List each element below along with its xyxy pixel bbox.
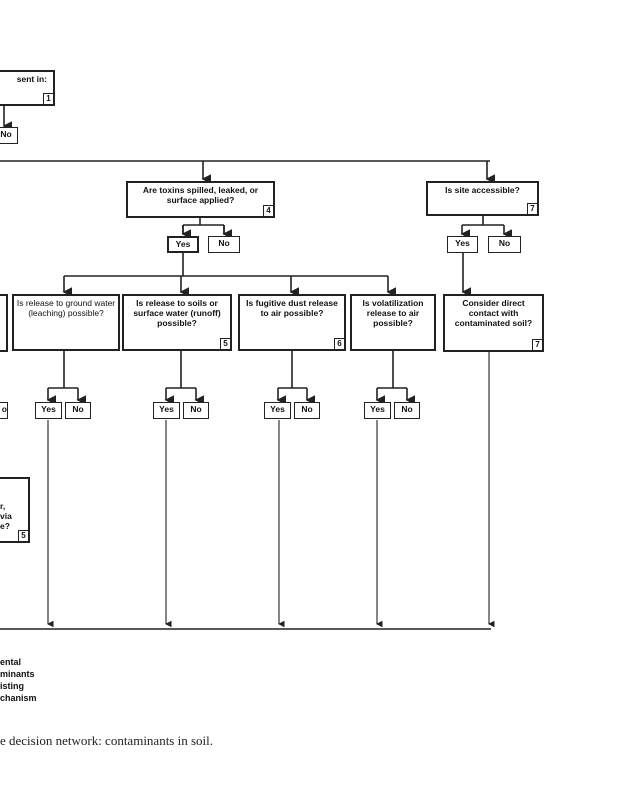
leaching-no: No xyxy=(65,402,91,419)
step-number: 1 xyxy=(43,93,53,104)
node-7-no: No xyxy=(488,236,521,253)
step-number: 7 xyxy=(532,339,542,350)
node-runoff: Is release to soils or surface water (ru… xyxy=(122,294,232,351)
runoff-no: No xyxy=(183,402,209,419)
node-direct-contact: Consider direct contact with contaminate… xyxy=(443,294,544,352)
leaching-yes: Yes xyxy=(35,402,62,419)
node-text: sent in: xyxy=(16,74,47,84)
node-text: Consider direct contact with contaminate… xyxy=(454,298,533,328)
figure-caption: e decision network: contaminants in soil… xyxy=(0,733,214,748)
legend-line: ental xyxy=(0,657,22,667)
node-1-contaminant-present: sent in: 1 xyxy=(0,70,55,106)
node-text: Is volatilization release to air possibl… xyxy=(362,298,424,328)
node-4-yes: Yes xyxy=(167,236,199,253)
legend: ental minants isting chanism xyxy=(0,656,37,704)
node-4-spilled-leaked: Are toxins spilled, leaked, or surface a… xyxy=(126,181,275,218)
node-fugitive-dust: Is fugitive dust release to air possible… xyxy=(238,294,346,351)
node-volatilization: Is volatilization release to air possibl… xyxy=(350,294,436,351)
node-7-site-accessible: Is site accessible? 7 xyxy=(426,181,539,216)
node-1-no: No xyxy=(0,127,18,144)
volat-yes: Yes xyxy=(364,402,391,419)
dust-yes: Yes xyxy=(264,402,291,419)
step-number: 4 xyxy=(263,205,273,216)
node-text: Is release to ground water (leaching) po… xyxy=(16,298,116,318)
dust-no: No xyxy=(294,402,320,419)
node-text: Is release to soils or surface water (ru… xyxy=(133,298,221,328)
node-7-yes: Yes xyxy=(447,236,478,253)
node-text: Are toxins spilled, leaked, or surface a… xyxy=(142,185,259,205)
legend-line: minants xyxy=(0,669,35,679)
node-text: Is fugitive dust release to air possible… xyxy=(246,298,338,318)
node-left-lower: r, via e? 5 xyxy=(0,477,30,543)
node-text: Is site accessible? xyxy=(445,185,520,195)
runoff-yes: Yes xyxy=(153,402,180,419)
step-number: 6 xyxy=(334,338,344,349)
legend-line: isting xyxy=(0,681,24,691)
step-number: 5 xyxy=(220,338,230,349)
node-text: r, via e? xyxy=(0,501,12,531)
step-number: 7 xyxy=(527,203,537,214)
left-cut-no: o xyxy=(0,402,8,419)
node-leaching: Is release to ground water (leaching) po… xyxy=(12,294,120,351)
legend-line: chanism xyxy=(0,693,37,703)
volat-no: No xyxy=(394,402,420,419)
step-number: 5 xyxy=(18,530,28,541)
node-left-cut xyxy=(0,294,8,352)
node-4-no: No xyxy=(208,236,240,253)
